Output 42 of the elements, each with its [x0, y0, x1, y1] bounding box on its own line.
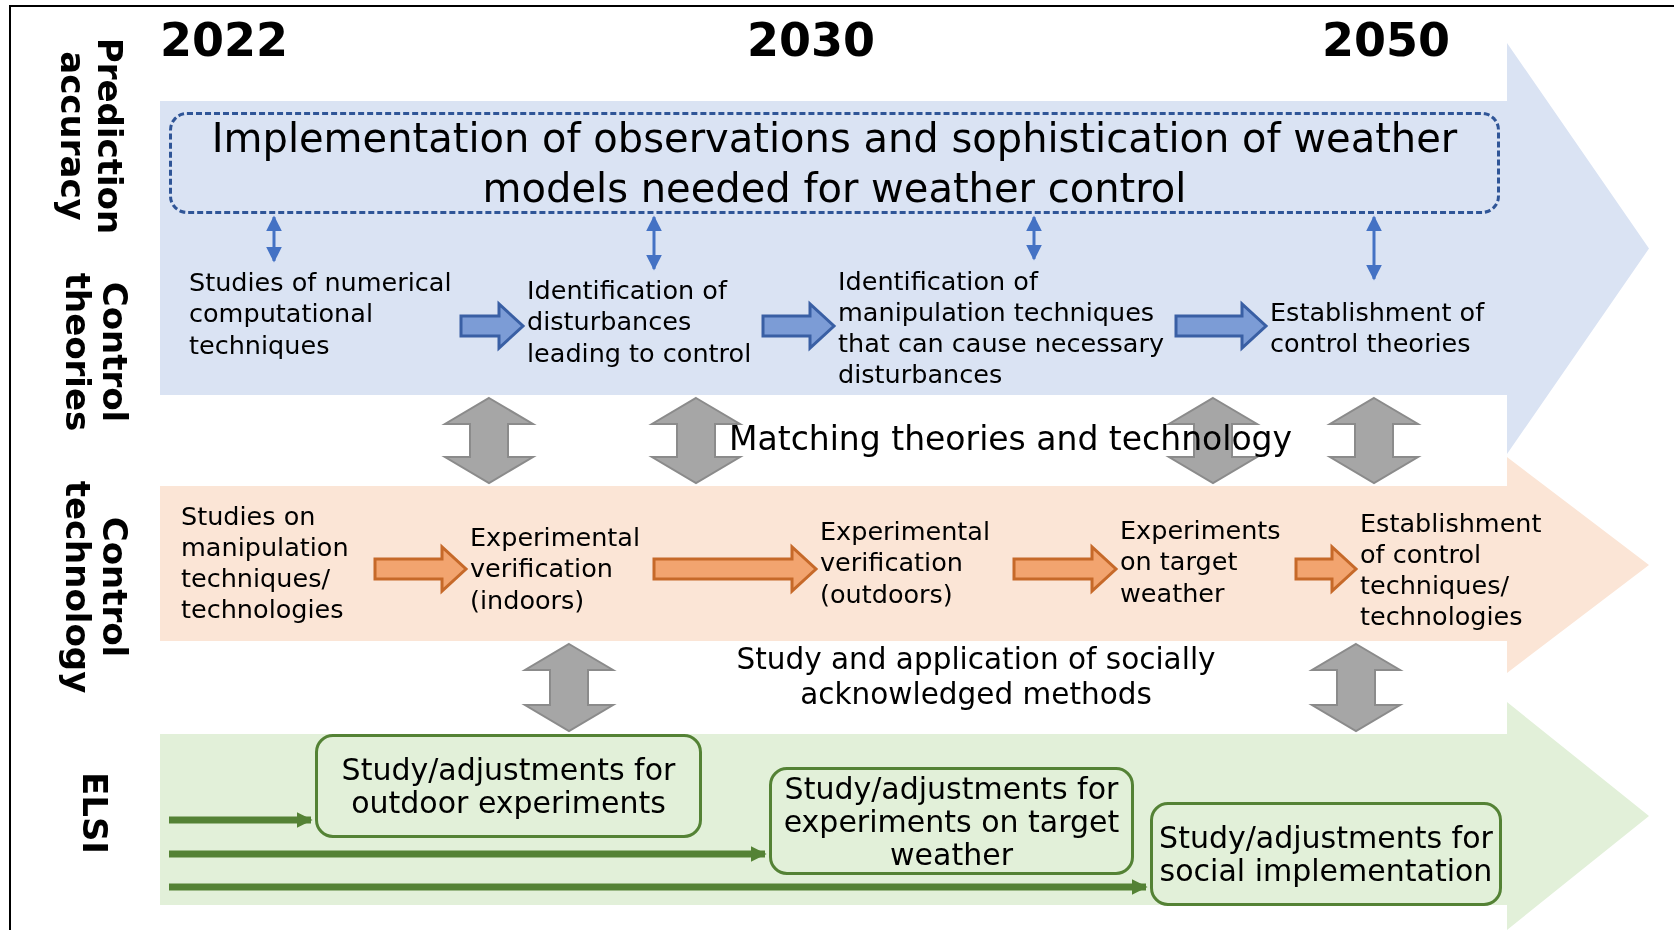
rounded-box: [315, 734, 702, 838]
node-text: Establishment of control theories: [1270, 282, 1500, 374]
band-caption: Study and application of socially acknowledged methods: [735, 642, 1217, 713]
row-title: ELSI: [73, 771, 116, 856]
two-way-block-arrow: [1326, 396, 1422, 485]
box-text: Implementation of observations and sophistication of weather models needed for weather control: [210, 114, 1459, 213]
double-arrow: [266, 215, 282, 263]
double-arrow: [646, 215, 662, 271]
year-label: 2030: [747, 17, 876, 63]
timeline-band-arrow: [160, 457, 1649, 673]
node-text: Experimental verification (indoors): [470, 514, 650, 624]
box-text: Study/adjustments for experiments on target weather: [782, 771, 1121, 871]
box-text: Study/adjustments for social implementation: [1158, 821, 1494, 887]
node-text: Identification of manipulation techniques that can cause necessary disturbances: [838, 262, 1172, 394]
block-arrow: [1174, 300, 1269, 352]
block-arrow: [1294, 543, 1359, 595]
node-text: Experimental verification (outdoors): [820, 508, 1010, 618]
two-way-block-arrow: [1165, 396, 1261, 485]
box-text: Study/adjustments for outdoor experiments: [340, 753, 677, 819]
double-arrow: [1366, 215, 1382, 281]
block-arrow: [761, 300, 837, 352]
two-way-block-arrow: [521, 642, 617, 733]
row-title: Control theories: [57, 271, 136, 434]
double-arrow: [1026, 215, 1042, 261]
band-caption: Matching theories and technology: [729, 419, 1293, 459]
two-way-block-arrow: [648, 396, 744, 485]
block-arrow: [459, 300, 526, 352]
two-way-block-arrow: [1308, 642, 1404, 733]
year-label: 2050: [1322, 17, 1451, 63]
block-arrow: [373, 543, 469, 595]
node-text: Experiments on target weather: [1120, 512, 1292, 612]
node-text: Identification of disturbances leading to control: [527, 272, 759, 372]
node-text: Studies on manipulation techniques/ technologies: [181, 498, 371, 628]
rounded-box: [1150, 802, 1502, 906]
block-arrow: [1012, 543, 1119, 595]
two-way-block-arrow: [441, 396, 537, 485]
block-arrow: [652, 543, 819, 595]
node-text: Studies of numerical computational techniques: [189, 264, 457, 364]
row-title: Prediction accuracy: [52, 36, 131, 237]
node-text: Establishment of control techniques/ technologies: [1360, 504, 1570, 636]
row-title: Control technology: [57, 479, 136, 696]
year-label: 2022: [160, 17, 289, 63]
